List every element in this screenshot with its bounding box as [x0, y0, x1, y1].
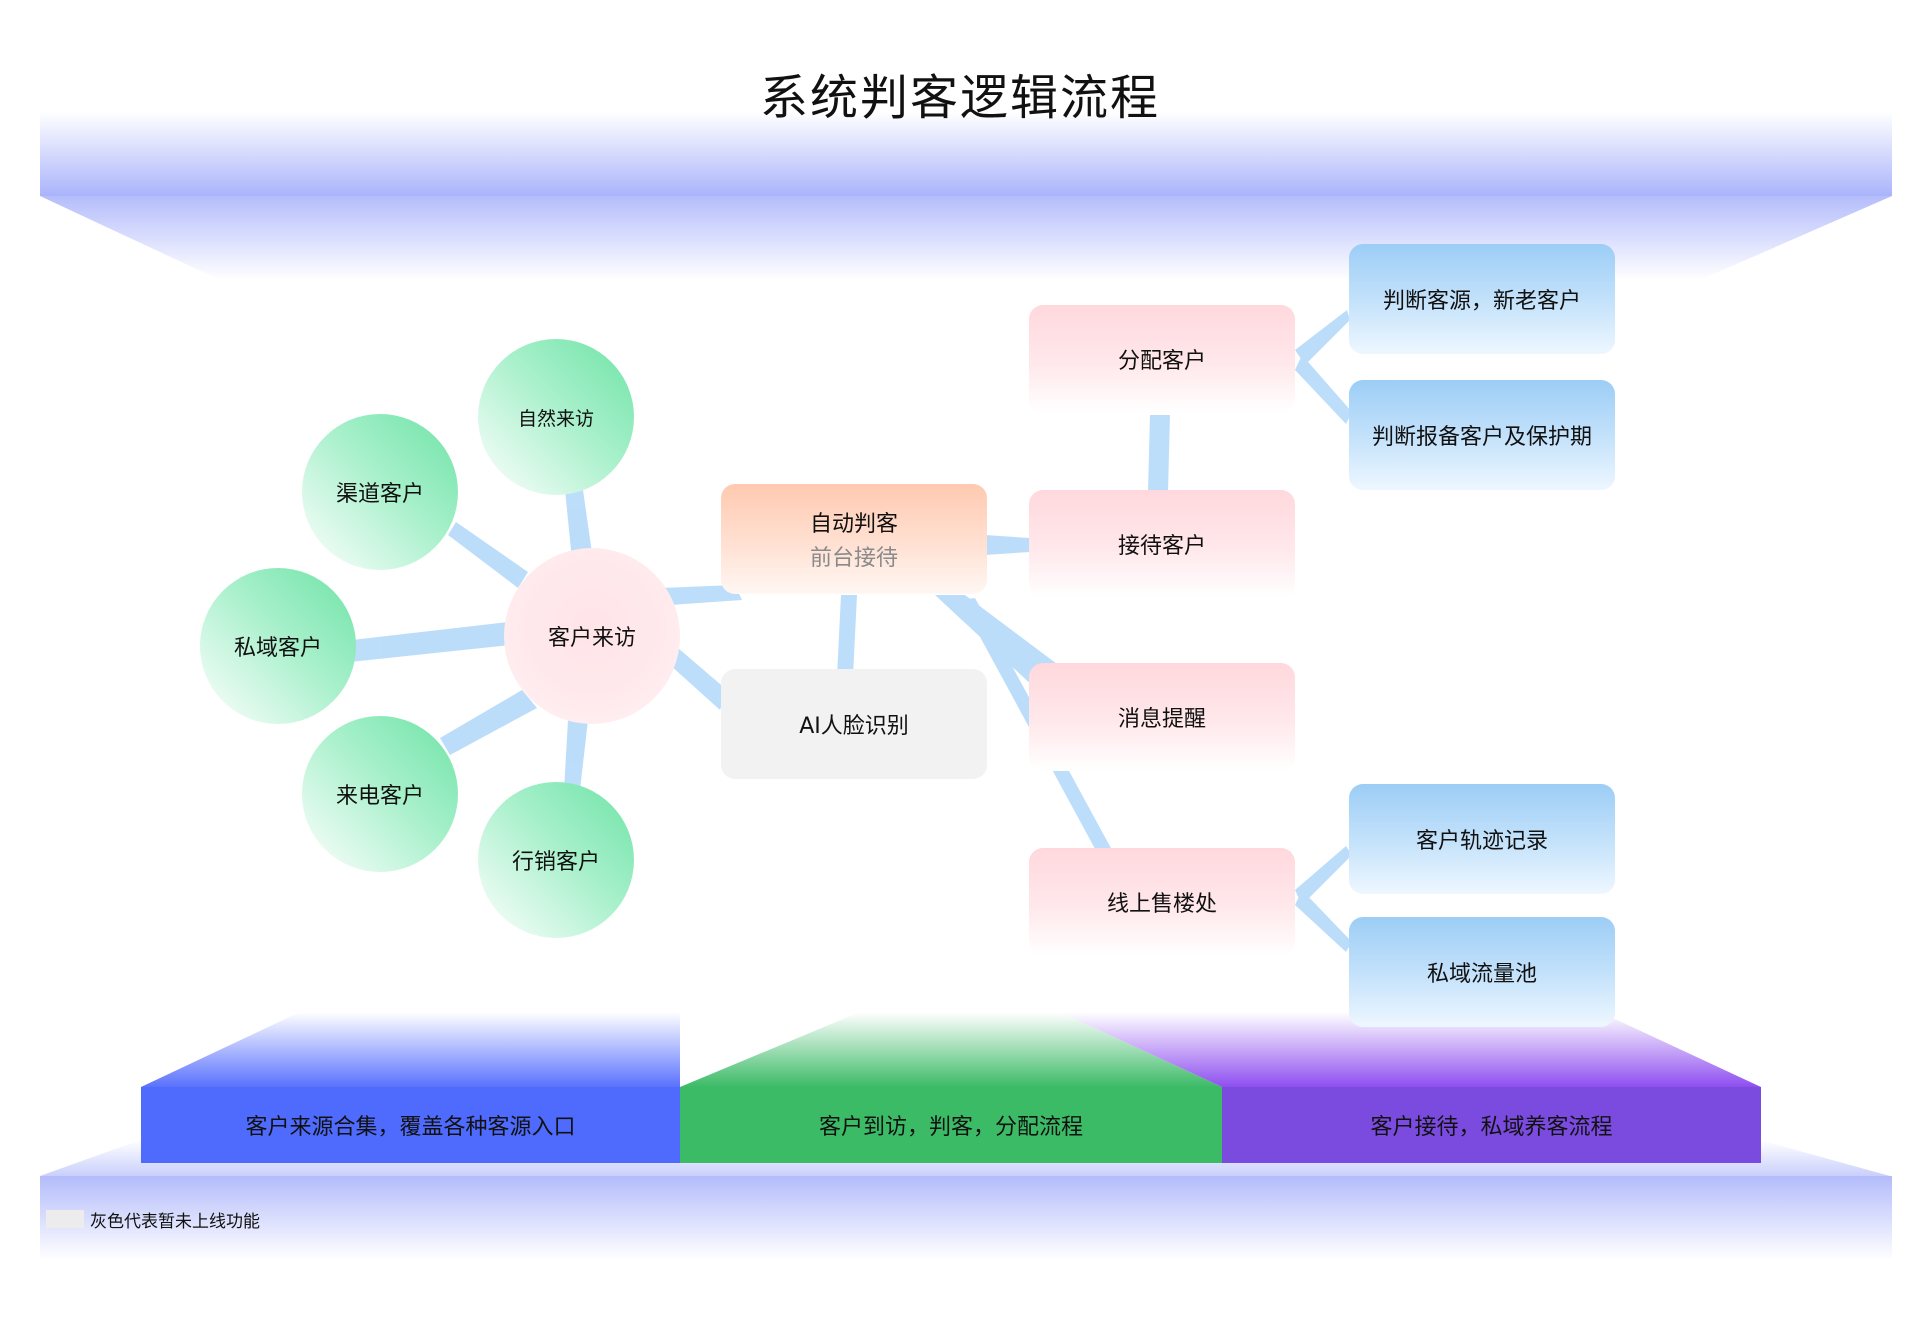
judge-report-box: 判断报备客户及保护期: [1349, 380, 1615, 490]
band-reception-private: 客户接待，私域养客流程: [1222, 1087, 1761, 1163]
source-channel-customer-label: 渠道客户: [335, 482, 424, 507]
source-natural-visit-label: 自然来访: [517, 407, 594, 430]
auto-judge-box: 自动判客 前台接待: [721, 484, 987, 594]
auto-judge-subtitle: 前台接待: [809, 546, 898, 571]
band-reception-private-label: 客户接待，私域养客流程: [1370, 1115, 1613, 1140]
auto-judge-title: 自动判客: [809, 512, 898, 537]
message-reminder-box: 消息提醒: [1029, 663, 1295, 771]
band-visit-judge-assign: 客户到访，判客，分配流程: [680, 1087, 1222, 1163]
reception-customer-label: 接待客户: [1117, 534, 1206, 559]
band-customer-sources-label: 客户来源合集，覆盖各种客源入口: [245, 1115, 576, 1140]
private-traffic-pool-label: 私域流量池: [1426, 962, 1537, 987]
trajectory-record-box: 客户轨迹记录: [1349, 784, 1615, 894]
ai-face-recognition-label: AI人脸识别: [799, 714, 909, 739]
judge-source-label: 判断客源，新老客户: [1382, 289, 1581, 314]
online-sales-office-box: 线上售楼处: [1029, 848, 1295, 956]
assign-customer-box: 分配客户: [1029, 305, 1295, 413]
source-natural-visit: 自然来访: [478, 339, 634, 495]
source-marketing-customer-label: 行销客户: [511, 850, 600, 875]
trajectory-record-label: 客户轨迹记录: [1415, 829, 1548, 854]
page-title: 系统判客逻辑流程: [759, 70, 1160, 126]
reception-customer-box: 接待客户: [1029, 490, 1295, 598]
source-phone-customer-label: 来电客户: [335, 784, 424, 809]
legend-grey-swatch: [46, 1210, 84, 1228]
source-phone-customer: 来电客户: [302, 716, 458, 872]
band-visit-judge-assign-label: 客户到访，判客，分配流程: [818, 1115, 1083, 1140]
source-private-customer-label: 私域客户: [233, 636, 322, 661]
online-sales-office-label: 线上售楼处: [1106, 892, 1217, 917]
source-channel-customer: 渠道客户: [302, 414, 458, 570]
source-marketing-customer: 行销客户: [478, 782, 634, 938]
source-private-customer: 私域客户: [200, 568, 356, 724]
ai-face-recognition-box: AI人脸识别: [721, 669, 987, 779]
judge-source-box: 判断客源，新老客户: [1349, 244, 1615, 354]
private-traffic-pool-box: 私域流量池: [1349, 917, 1615, 1027]
legend-text: 灰色代表暂未上线功能: [90, 1212, 260, 1232]
band-customer-sources: 客户来源合集，覆盖各种客源入口: [141, 1087, 680, 1163]
judge-report-label: 判断报备客户及保护期: [1371, 425, 1592, 450]
assign-customer-label: 分配客户: [1117, 349, 1206, 374]
customer-visit-hub-label: 客户来访: [547, 626, 636, 651]
message-reminder-label: 消息提醒: [1117, 707, 1206, 732]
customer-visit-hub: 客户来访: [504, 548, 680, 724]
